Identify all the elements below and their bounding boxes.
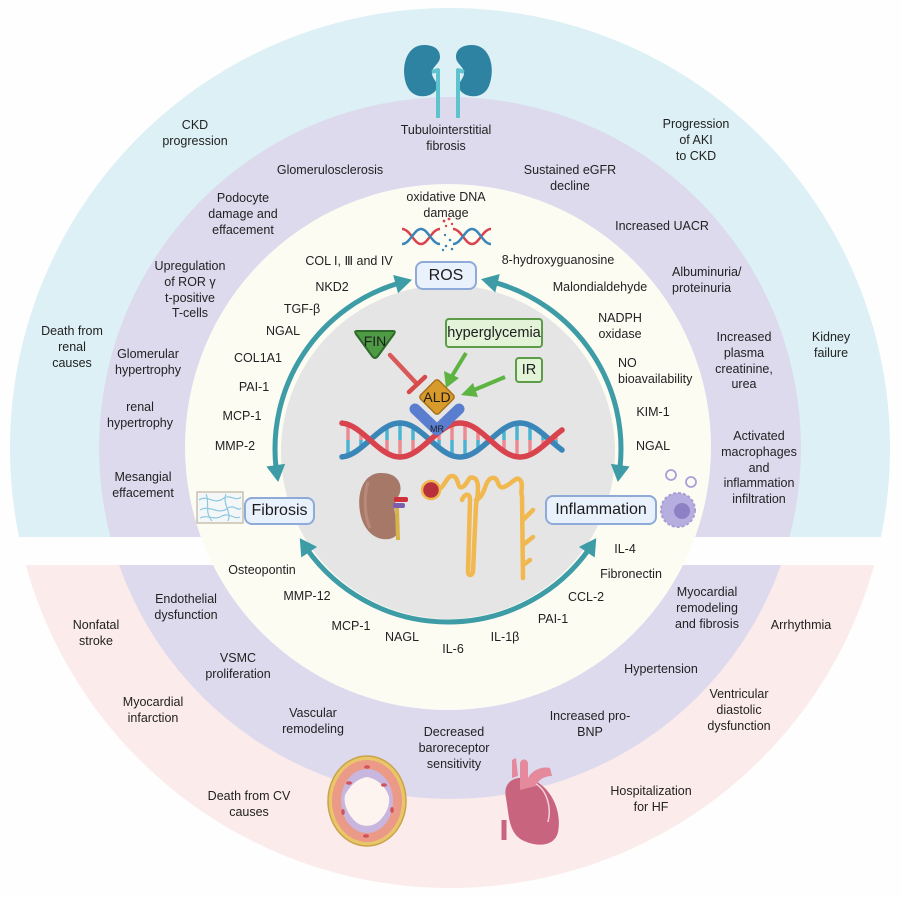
dna-strand-blue [339, 420, 565, 460]
biomarker-label: NAGL [384, 630, 420, 644]
cv-outcome-label: Hospitalization for HF [610, 784, 692, 814]
inflammation-fibrosis-arrow-head-start [578, 538, 597, 558]
kidney-damage-label: Glomerular hypertrophy [114, 347, 182, 377]
fibrosis-marker-label: COL1A1 [234, 351, 282, 365]
cycle-arrows [266, 274, 630, 625]
biomarker-label: IL-1β [490, 630, 520, 644]
kidney-damage-label: Mesangial effacement [112, 470, 174, 500]
mr-label: MR [430, 424, 444, 434]
aldosterone-receptor: MR ALD [409, 379, 465, 436]
hyperglycemia-arrow [450, 351, 468, 378]
inflammation-marker-label: NGAL [635, 439, 671, 453]
ros-marker-label: oxidative DNA damage [406, 190, 486, 220]
left-kidney-icon [404, 45, 440, 118]
fibrosis-marker-label: MMP-2 [214, 439, 256, 453]
kidney-damage-label: Glomerulosclerosis [276, 163, 384, 177]
kidney-outcome-label: CKD progression [162, 118, 228, 148]
cv-damage-label: Hypertension [624, 662, 698, 676]
biomarker-label: Osteopontin [228, 563, 296, 577]
biomarker-label: MCP-1 [331, 619, 371, 633]
cv-damage-label: Myocardial remodeling and fibrosis [675, 585, 739, 631]
kidney-damage-label: Activated macrophages and inflammation i… [721, 429, 797, 507]
kidney-damage-label: Tubulointerstitial fibrosis [400, 123, 492, 153]
fibrosis-marker-label: NKD2 [315, 280, 349, 294]
cv-outcome-label: Arrhythmia [770, 618, 832, 632]
ir-arrow [473, 375, 506, 392]
fibrosis-marker-label: MCP-1 [222, 409, 262, 423]
biomarker-label: IL-4 [614, 542, 636, 556]
inflammation-fibrosis-arrow [305, 548, 591, 625]
glomerulus-icon [420, 479, 442, 501]
ros-inflammation-arrow-head-start [481, 274, 500, 293]
kidney-damage-label: Podocyte damage and effacement [208, 191, 278, 237]
fibrosis-node: Fibrosis [244, 497, 315, 525]
nephron-icon [420, 473, 536, 581]
kidney-outcome-label: Progression of AKI to CKD [662, 117, 730, 163]
ros-inflammation-arrow-head-end [610, 463, 630, 483]
fibrosis-ros-arrow [272, 280, 400, 469]
ald-diamond-icon [419, 379, 455, 415]
ir-node: IR [515, 357, 543, 383]
kidney-damage-label: Upregulation of ROR γ t-positive T-cells [154, 259, 226, 321]
cv-damage-label: Endothelial dysfunction [154, 592, 218, 622]
kidney-damage-label: renal hypertrophy [106, 400, 174, 430]
kidney-damage-label: Albuminuria/ proteinuria [672, 265, 742, 295]
ros-marker-label: NADPH oxidase [598, 311, 642, 341]
cv-outcome-label: Myocardial infarction [122, 695, 184, 725]
heart-icon [501, 758, 559, 845]
ald-label: ALD [423, 389, 450, 405]
ros-marker-label: Malondialdehyde [552, 280, 648, 294]
kidney-outcome-label: Kidney failure [811, 330, 851, 360]
inflammation-node: Inflammation [545, 495, 657, 525]
fibrosis-marker-label: TGF-β [283, 302, 321, 316]
ros-marker-label: 8-hydroxyguanosine [501, 253, 615, 267]
biomarker-label: Fibronectin [600, 567, 662, 581]
ros-marker-label: NO bioavailability [618, 356, 693, 386]
ir-arrowhead [461, 383, 478, 397]
kidney-anatomy-icon [359, 472, 408, 541]
hyperglycemia-node: hyperglycemia [445, 318, 543, 348]
fibrosis-ros-arrow-head-start [266, 463, 286, 483]
ros-inflammation-arrow [493, 279, 624, 469]
cv-outcome-label: Nonfatal stroke [72, 618, 120, 648]
fin-inhibitor: FIN [354, 330, 428, 395]
fibrosis-ros-arrow-head-end [393, 274, 413, 294]
biomarker-label: MMP-12 [283, 589, 331, 603]
kidney-damage-label: Increased UACR [615, 219, 709, 233]
blood-vessel-icon [327, 755, 407, 847]
dna-helix-icon [339, 420, 565, 460]
cv-outcome-label: Death from CV causes [207, 789, 291, 819]
biomarker-label: IL-6 [442, 642, 464, 656]
fibrosis-tissue-icon [196, 491, 244, 524]
cv-damage-label: VSMC proliferation [205, 651, 271, 681]
dna-strand-red [339, 420, 565, 460]
dna-damage-icon [401, 217, 492, 252]
activation-arrows [444, 351, 506, 397]
kidney-damage-label: Increased plasma creatinine, urea [715, 330, 773, 392]
ros-node: ROS [415, 261, 477, 290]
macrophage-cell-icon [660, 469, 697, 528]
fin-triangle-icon [354, 330, 396, 359]
kidneys-icon [404, 45, 492, 118]
cv-damage-label: Vascular remodeling [282, 706, 344, 736]
biomarker-label: PAI-1 [537, 612, 569, 626]
kidney-outcome-label: Death from renal causes [41, 324, 103, 370]
inhibition-bar [406, 374, 428, 395]
right-kidney-icon [456, 45, 492, 118]
inflammation-fibrosis-arrow-head-end [299, 538, 318, 558]
hyperglycemia-arrowhead [444, 371, 459, 388]
fibrosis-marker-label: NGAL [265, 324, 301, 338]
fibrosis-marker-label: COL I, Ⅲ and IV [305, 254, 393, 268]
inhibition-line [387, 352, 420, 387]
cv-damage-label: Increased pro- BNP [549, 709, 631, 739]
kidney-damage-label: Sustained eGFR decline [523, 163, 617, 193]
biomarker-label: CCL-2 [567, 590, 605, 604]
inflammation-marker-label: KIM-1 [636, 405, 670, 419]
cv-outcome-label: Ventricular diastolic dysfunction [707, 687, 771, 733]
fin-label: FIN [364, 333, 387, 349]
fibrosis-marker-label: PAI-1 [238, 380, 270, 394]
cv-damage-label: Decreased baroreceptor sensitivity [418, 725, 490, 771]
mr-receptor-icon [409, 403, 465, 436]
